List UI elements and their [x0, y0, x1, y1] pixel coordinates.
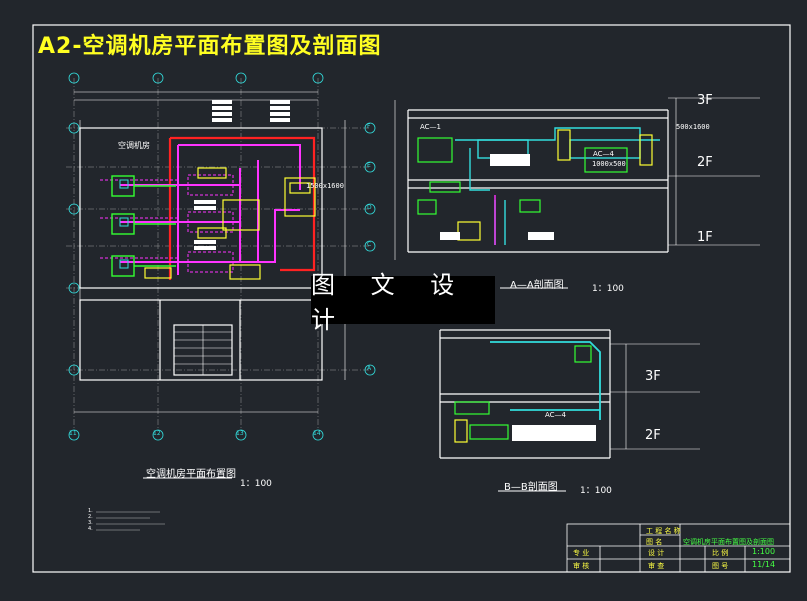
- axis-row-f: F: [367, 123, 371, 130]
- bb-floor-3f: 3F: [645, 369, 661, 384]
- aa-floor-3f: 3F: [697, 93, 713, 108]
- bb-caption: B—B剖面图: [504, 482, 558, 493]
- axis-row-e: E: [367, 162, 371, 169]
- note-1: 1.: [88, 508, 93, 514]
- aa-scale: 1：100: [592, 284, 624, 294]
- section-bb: [439, 329, 700, 492]
- note-3: 3.: [88, 520, 93, 526]
- axis-row-c: C: [367, 241, 372, 248]
- tb-scale-value: 1:100: [752, 547, 776, 556]
- axis-row-a: A: [367, 365, 372, 372]
- watermark: 图 文 设 计: [311, 271, 495, 334]
- note-4: 4.: [88, 526, 93, 532]
- tb-drawing-label: 图 名: [646, 538, 663, 546]
- title-block-frame: [566, 523, 791, 573]
- tb-scale-label: 比 例: [712, 549, 729, 557]
- aa-duct-2: 1000x500: [592, 160, 626, 168]
- axis-col-13: 13: [236, 430, 244, 437]
- tb-project-label: 工 程 名 称: [646, 527, 681, 535]
- aa-floor-1f: 1F: [697, 230, 713, 245]
- aa-unit-1: AC—1: [420, 123, 442, 131]
- bb-unit-4: AC—4: [545, 411, 567, 419]
- section-aa: [394, 97, 760, 289]
- tb-sheet-label: 图 号: [712, 562, 729, 570]
- bb-floor-2f: 2F: [645, 428, 661, 443]
- sheet-frame: [32, 24, 791, 573]
- tb-sheet-value: 11/14: [752, 560, 776, 569]
- note-2: 2.: [88, 514, 93, 520]
- plan-scale: 1：100: [240, 479, 272, 489]
- plan-duct-size: 1500x1600: [306, 182, 344, 190]
- plan-caption: 空调机房平面布置图: [146, 469, 236, 480]
- tb-check-label: 审 查: [648, 562, 665, 570]
- plan-view: [66, 72, 376, 531]
- aa-caption: A—A剖面图: [510, 280, 564, 291]
- bb-scale: 1：100: [580, 486, 612, 496]
- axis-row-d: D: [367, 204, 372, 211]
- aa-duct-1: 500x1600: [676, 123, 710, 131]
- axis-col-12: 12: [153, 430, 161, 437]
- aa-floor-2f: 2F: [697, 155, 713, 170]
- tb-major-label: 专 业: [573, 549, 590, 557]
- axis-col-11: 11: [69, 430, 77, 437]
- tb-design-label: 设 计: [648, 549, 665, 557]
- tb-review-label: 审 核: [573, 562, 590, 570]
- aa-unit-4: AC—4: [593, 150, 615, 158]
- sheet-title: A2-空调机房平面布置图及剖面图: [38, 34, 382, 59]
- tb-drawing-name: 空调机房平面布置图及剖面图: [683, 538, 774, 546]
- axis-col-14: 14: [313, 430, 321, 437]
- plan-room-label: 空调机房: [118, 141, 150, 150]
